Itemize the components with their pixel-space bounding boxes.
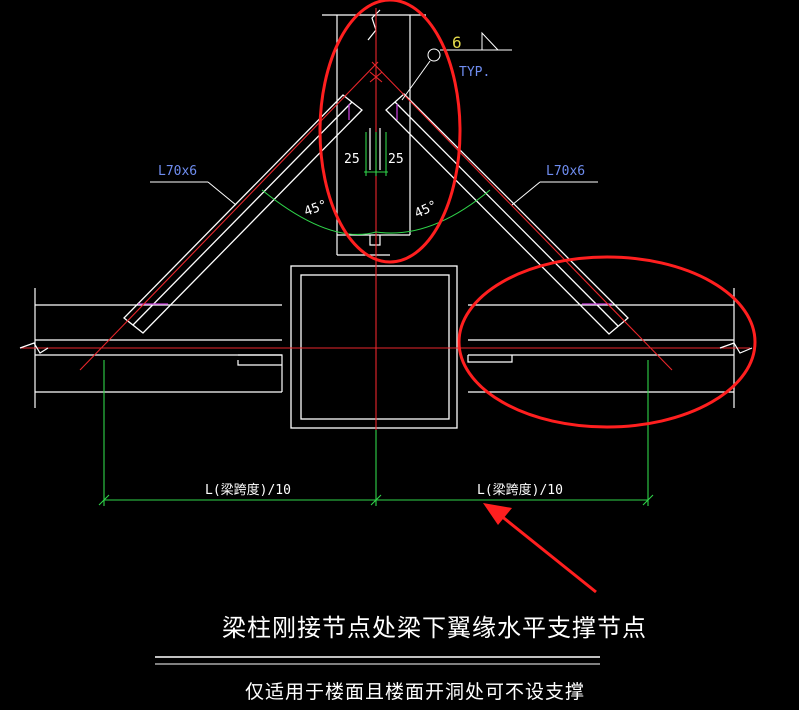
angle-45-right: 45°: [412, 198, 440, 222]
span-right-label: L(梁跨度)/10: [477, 482, 563, 498]
dim-25-left: 25: [344, 152, 360, 167]
review-annotations: [318, 0, 757, 429]
weld-size: 6: [452, 33, 462, 52]
annotation-ellipse-right: [457, 255, 757, 429]
box-column: [290, 265, 458, 429]
angle-brace-right: [385, 93, 629, 335]
annotation-arrow: [483, 503, 597, 594]
angle-45-left: 45°: [302, 198, 329, 220]
span-left-label: L(梁跨度)/10: [205, 482, 291, 498]
dim-25-right: 25: [388, 152, 404, 167]
beam-outline: [34, 288, 735, 408]
connection-marks: [138, 104, 612, 305]
dimension-lines: [98, 132, 654, 506]
angle-label-right: L70x6: [546, 164, 585, 179]
centerlines: [20, 8, 750, 430]
break-marks: [19, 342, 753, 354]
weld-note: TYP.: [459, 65, 490, 80]
angle-brace-left: [123, 94, 363, 334]
drawing-subtitle: 仅适用于楼面且楼面开洞处可不设支撑: [245, 681, 585, 703]
drawing-title: 梁柱刚接节点处梁下翼缘水平支撑节点: [222, 614, 647, 642]
leader-lines: [150, 31, 598, 206]
annotation-ellipse-top: [318, 0, 462, 264]
angle-label-left: L70x6: [158, 164, 197, 179]
